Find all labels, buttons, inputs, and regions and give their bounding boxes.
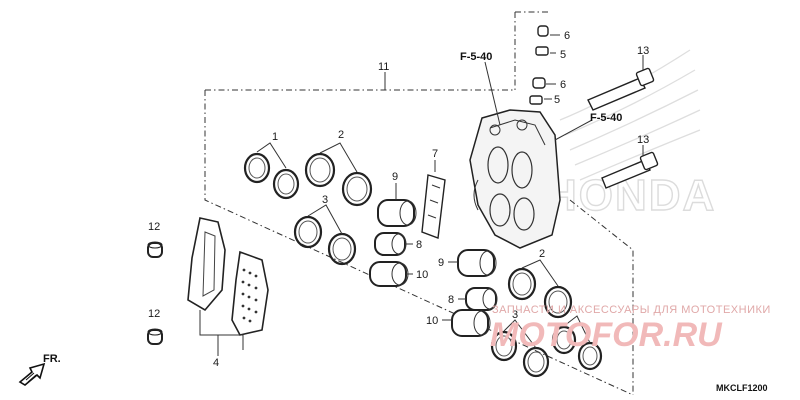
callout-4: 4: [213, 357, 219, 369]
torque-ref-leader-2: [554, 119, 593, 141]
callout-2-right: 2: [539, 248, 545, 260]
piston-10-left: [369, 261, 413, 287]
callout-3: 3: [322, 194, 328, 206]
callout-1: 1: [272, 131, 278, 143]
callout-labels: 1 2 3 4 5 5 6 6 7 8 8 9 9 10 10 11 12 12…: [148, 30, 649, 369]
pad-spring: [421, 160, 446, 239]
callout-12-upper: 12: [148, 221, 160, 233]
callout-10-left: 10: [416, 269, 428, 281]
callout-11: 11: [378, 61, 389, 73]
piston-9-left: [377, 183, 417, 227]
callout-7: 7: [432, 148, 438, 160]
piston-seal-2-right: [507, 259, 573, 319]
mounting-bolt-upper: [587, 55, 655, 111]
torque-ref-upper: F-5-40: [460, 51, 492, 63]
callout-12-lower: 12: [148, 308, 160, 320]
torque-ref-leader-1: [484, 61, 501, 126]
brake-pad-rear: [231, 250, 269, 336]
callout-13-lower: 13: [637, 134, 649, 146]
honda-wing-watermark: [559, 49, 701, 181]
torque-ref-lower: F-5-40: [590, 112, 622, 124]
piston-seal-1-left: [243, 142, 300, 200]
piston-seal-2-left: [304, 142, 373, 207]
mounting-bolt-lower: [601, 145, 659, 189]
callout-13-upper: 13: [637, 45, 649, 57]
callout-3-right: 3: [512, 309, 518, 321]
piston-seal-3-right: [490, 319, 550, 378]
brake-pad-front: [187, 217, 226, 312]
callout-9-right: 9: [438, 257, 444, 269]
part-code: MKCLF1200: [716, 383, 768, 393]
front-direction-arrow-icon: [18, 362, 46, 386]
callout-8-right: 8: [448, 294, 454, 306]
shop-watermark-text: ЗАПЧАСТИ И АКСЕССУАРЫ ДЛЯ МОТОТЕХНИКИ: [492, 304, 771, 316]
pad-pin-upper: [147, 241, 163, 258]
piston-seal-3-left: [293, 204, 357, 266]
pad-leader: [199, 310, 244, 350]
callout-5-upper: 5: [560, 49, 566, 61]
piston-seal-1-right: [551, 315, 603, 371]
callout-2: 2: [338, 129, 344, 141]
callout-10-right: 10: [426, 315, 438, 327]
bleeder-set-lower: [529, 77, 556, 105]
callout-5-lower: 5: [554, 94, 560, 106]
shop-watermark-site: MOTOFOR.RU: [490, 316, 723, 354]
callout-6-lower: 6: [560, 79, 566, 91]
pad-pin-lower: [147, 328, 163, 345]
piston-10-right: [442, 309, 491, 337]
callout-6-upper: 6: [564, 30, 570, 42]
piston-9-right: [448, 249, 497, 277]
direction-label: FR.: [43, 353, 61, 365]
callout-8-left: 8: [416, 239, 422, 251]
callout-9-left: 9: [392, 171, 398, 183]
assembly-outline: [204, 11, 634, 396]
piston-8-left: [374, 232, 413, 256]
caliper-body: [469, 109, 561, 249]
bleeder-set-upper: [535, 25, 560, 56]
